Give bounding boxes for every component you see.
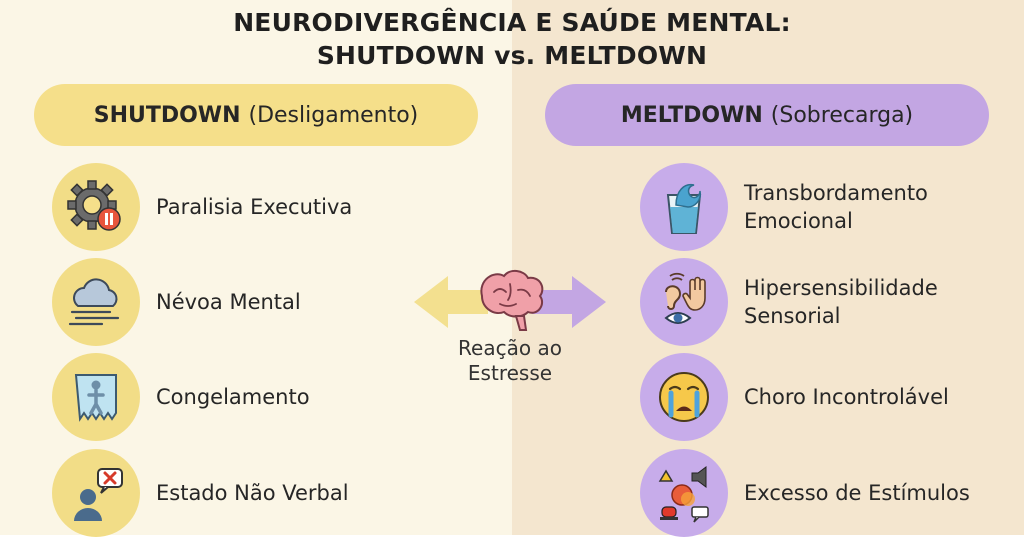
crying-face-icon [640,353,728,441]
shutdown-item-nonverbal: Estado Não Verbal [52,449,349,537]
meltdown-item-label: Excesso de Estímulos [744,479,970,507]
page-title: NEURODIVERGÊNCIA E SAÚDE MENTAL: SHUTDOW… [0,6,1024,72]
shutdown-item-label: Congelamento [156,385,310,409]
title-line-1: NEURODIVERGÊNCIA E SAÚDE MENTAL: [233,8,791,37]
shutdown-title: SHUTDOWN [93,102,241,128]
title-line-2: SHUTDOWN vs. MELTDOWN [316,41,708,70]
shutdown-item-mental-fog: Névoa Mental [52,258,301,346]
stress-reaction-line1: Reação ao [458,336,562,360]
overflowing-glass-icon [640,163,728,251]
shutdown-item-label: Névoa Mental [156,290,301,314]
stress-reaction-label: Reação ao Estresse [430,336,590,386]
meltdown-item-label: Transbordamento Emocional [744,179,928,235]
meltdown-item-sensory-hypersensitivity: Hipersensibilidade Sensorial [640,258,938,346]
brain-icon [480,270,544,331]
meltdown-item-emotional-overflow: Transbordamento Emocional [640,163,928,251]
meltdown-item-label: Choro Incontrolável [744,383,949,411]
frozen-person-icon [52,353,140,441]
stress-reaction-arrows [414,270,606,331]
cloud-fog-icon [52,258,140,346]
meltdown-item-label-line2: Emocional [744,209,853,233]
meltdown-item-label: Hipersensibilidade Sensorial [744,274,938,330]
meltdown-item-uncontrollable-crying: Choro Incontrolável [640,353,949,441]
stress-reaction-line2: Estresse [467,361,553,385]
meltdown-item-label-line1: Choro Incontrolável [744,385,949,409]
meltdown-title: MELTDOWN [620,102,763,128]
meltdown-item-label-line2: Sensorial [744,304,841,328]
arrow-right-icon [532,276,606,328]
meltdown-subtitle: (Sobrecarga) [770,102,914,128]
ear-eye-hand-icon [640,258,728,346]
gear-pause-icon [52,163,140,251]
meltdown-item-label-line1: Hipersensibilidade [744,276,938,300]
shutdown-subtitle: (Desligamento) [248,102,419,128]
shutdown-item-label: Paralisia Executiva [156,195,353,219]
person-no-speech-icon [52,449,140,537]
meltdown-header: MELTDOWN (Sobrecarga) [545,84,989,146]
meltdown-item-label-line1: Transbordamento [744,181,928,205]
meltdown-item-stimuli-excess: Excesso de Estímulos [640,449,970,537]
shutdown-header: SHUTDOWN (Desligamento) [34,84,478,146]
stimuli-overload-icon [640,449,728,537]
arrow-left-icon [414,276,488,328]
meltdown-item-label-line1: Excesso de Estímulos [744,481,970,505]
shutdown-item-executive-paralysis: Paralisia Executiva [52,163,352,251]
shutdown-item-label: Estado Não Verbal [156,481,349,505]
shutdown-item-freezing: Congelamento [52,353,310,441]
